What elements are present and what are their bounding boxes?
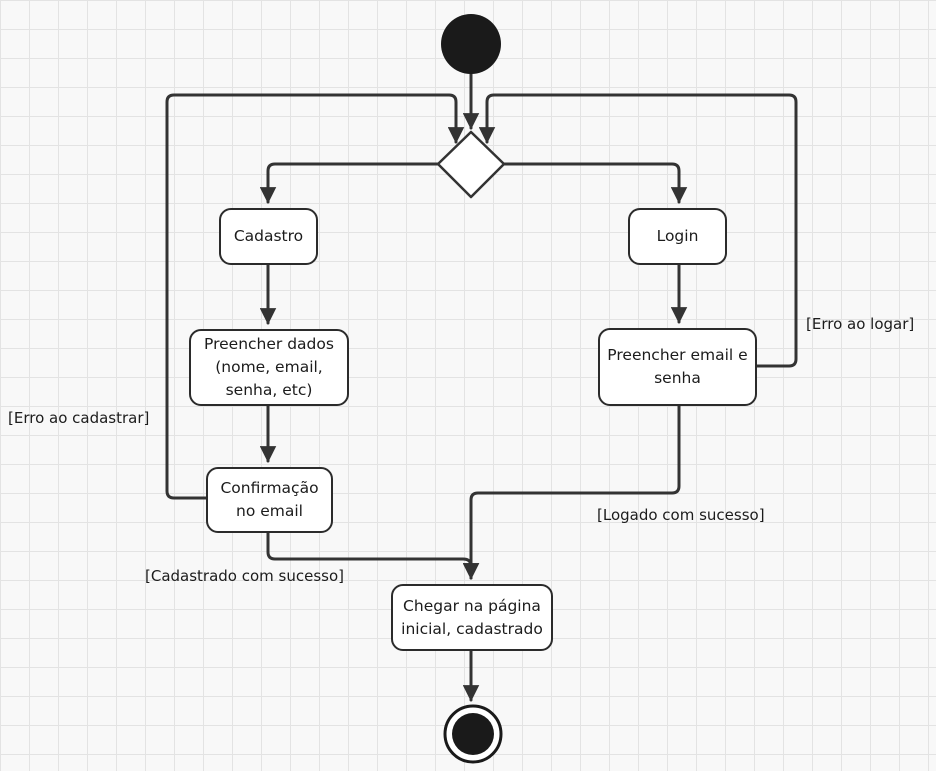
node-preencher-dados[interactable]: Preencher dados (nome, email, senha, etc…: [189, 329, 349, 406]
node-preencher-email[interactable]: Preencher email e senha: [598, 328, 757, 406]
edge-erro-logar-loop: [478, 93, 798, 368]
guard-cadastrado-sucesso: [Cadastrado com sucesso]: [145, 567, 345, 585]
node-cadastro[interactable]: Cadastro: [219, 208, 318, 265]
decision-node: [436, 130, 506, 199]
end-node: [452, 713, 494, 755]
node-confirmacao-email[interactable]: Confirmação no email: [206, 467, 333, 533]
edge-erro-cadastrar-loop: [165, 93, 465, 500]
node-chegar-pagina-inicial[interactable]: Chegar na página inicial, cadastrado: [391, 584, 553, 651]
guard-erro-cadastrar: [Erro ao cadastrar]: [8, 409, 150, 427]
node-login[interactable]: Login: [628, 208, 727, 265]
guard-logado-sucesso: [Logado com sucesso]: [597, 506, 765, 524]
edge-decision-to-cadastro: [259, 162, 440, 204]
start-node: [441, 14, 501, 74]
edge-preencher-email-to-chegar: [462, 404, 681, 580]
edge-decision-to-login: [502, 162, 688, 204]
guard-erro-logar: [Erro ao logar]: [806, 315, 915, 333]
